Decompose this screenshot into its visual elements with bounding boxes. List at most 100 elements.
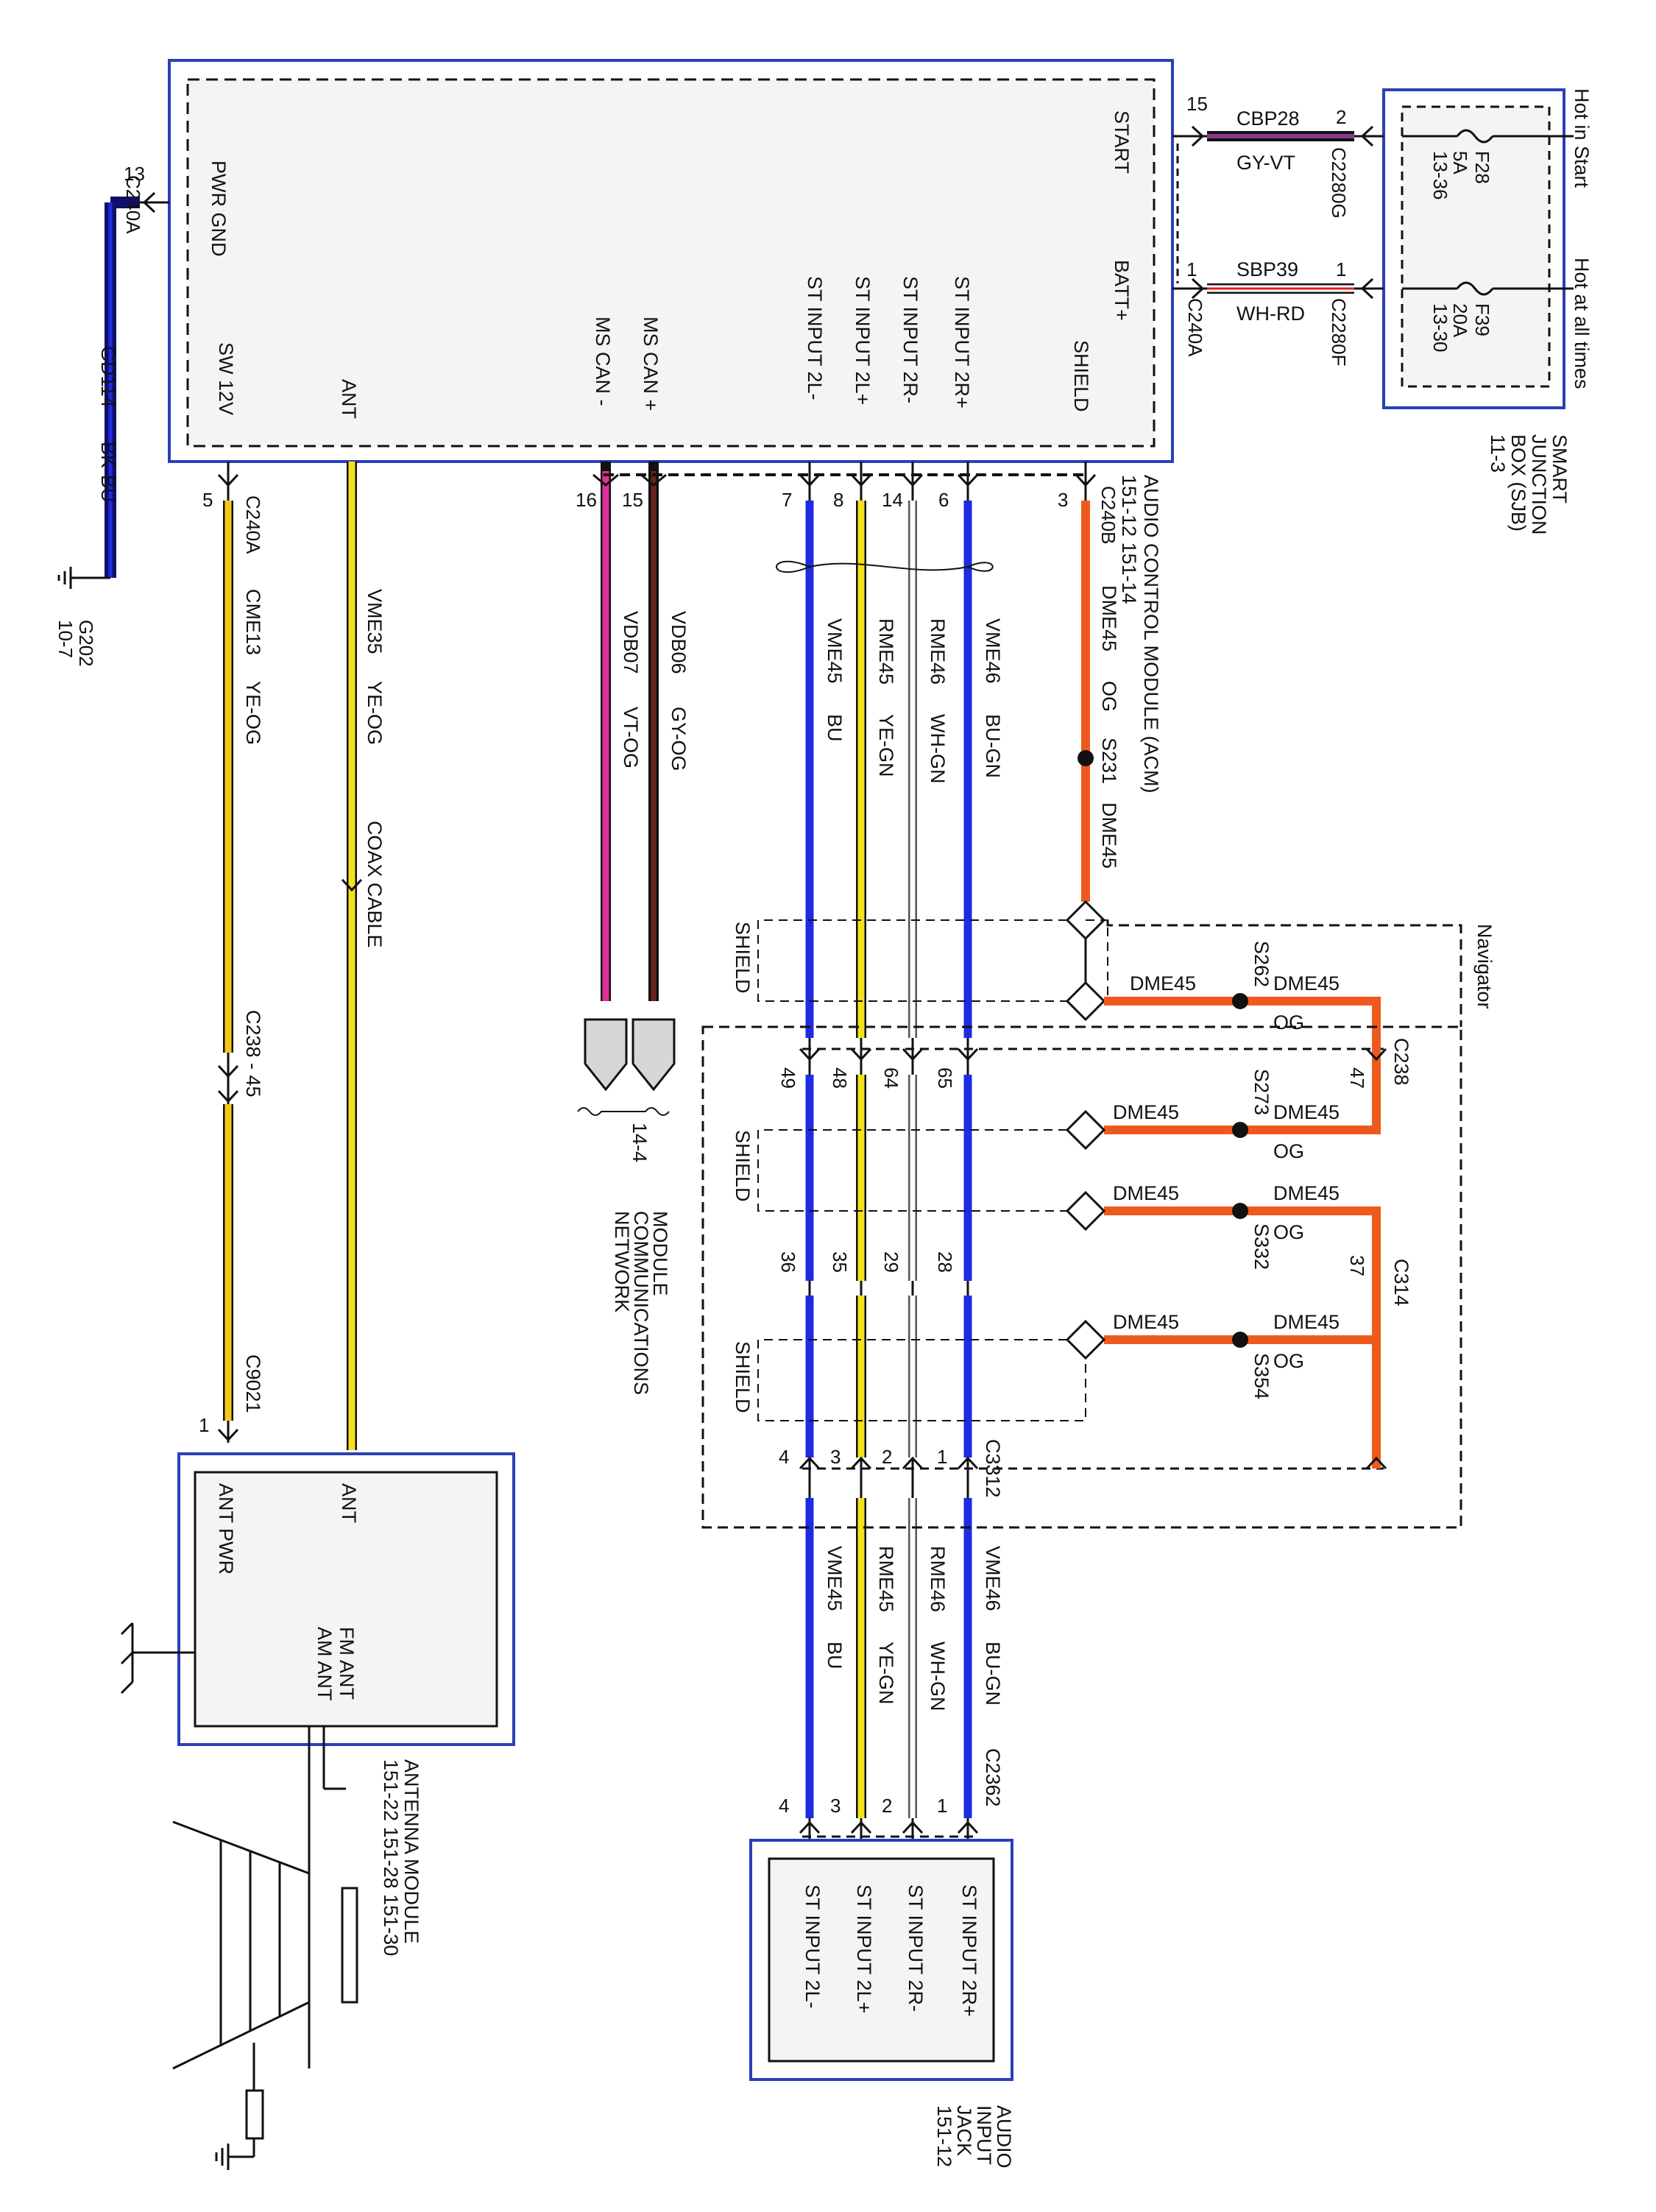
pin-1-c9021: 1 — [199, 1414, 209, 1436]
pin-2-c3312: 2 — [882, 1446, 892, 1468]
jack-name-1: AUDIO — [993, 2105, 1015, 2169]
connector-mark — [1360, 125, 1374, 147]
wire-label-sbp39: SBP39 — [1236, 258, 1298, 280]
label-bu-gn-lower: BU-GN — [982, 1642, 1004, 1706]
pin-16: 16 — [576, 489, 597, 511]
label-og-r1: OG — [1273, 1011, 1304, 1033]
label-dme45-mid: DME45 — [1098, 802, 1120, 869]
label-vme35-color: YE-OG — [364, 681, 386, 745]
label-rme46-lower: RME46 — [927, 1546, 949, 1612]
label-vme46: VME46 — [982, 618, 1004, 684]
twisted-pair-mark — [776, 560, 994, 573]
pin-6: 6 — [938, 489, 949, 511]
wire-color-labels: 13 GD114 BK-BU G202 10-7 5 CME13 YE-OG V… — [54, 163, 1120, 1436]
label-s231: S231 — [1098, 738, 1120, 784]
brace — [577, 1107, 670, 1116]
wire-label-gy-vt: GY-VT — [1236, 152, 1295, 174]
label-rme46: RME46 — [927, 618, 949, 685]
pin-2-c2362: 2 — [882, 1795, 892, 1817]
label-c2362: C2362 — [982, 1748, 1004, 1807]
antenna-pin-ant-pwr: ANT PWR — [215, 1483, 237, 1575]
label-c314: C314 — [1390, 1259, 1412, 1307]
label-rme45: RME45 — [875, 618, 897, 685]
label-vme46-lower: VME46 — [982, 1546, 1004, 1611]
pin-batt-plus: BATT+ — [1111, 260, 1133, 321]
jack-pin-2l-plus: ST INPUT 2L+ — [853, 1884, 875, 2013]
top-wire-labels: CBP28 GY-VT SBP39 WH-RD 15 2 1 1 — [1186, 93, 1346, 325]
wire-label-wh-rd: WH-RD — [1236, 303, 1305, 325]
label-dme45-top: DME45 — [1098, 585, 1120, 651]
pin-3-c3312: 3 — [830, 1446, 841, 1468]
label-dme45-r1a: DME45 — [1130, 972, 1196, 994]
pin-st-input-2r-minus: ST INPUT 2R- — [899, 276, 921, 403]
pin-4-c3312: 4 — [779, 1446, 789, 1468]
connector-marks-signal — [799, 473, 1097, 1834]
pin-pwr-gnd: PWR GND — [208, 160, 230, 257]
label-cme13: CME13 — [242, 589, 264, 655]
acm-refs: 151-12 151-14 — [1118, 475, 1140, 604]
antenna-refs: 151-22 151-28 151-30 — [380, 1759, 402, 1956]
label-s354: S354 — [1250, 1353, 1273, 1399]
connector-mark — [1360, 278, 1374, 300]
navigator-labels: Navigator SHIELD SHIELD SHIELD DME45 DME… — [732, 922, 1496, 1498]
label-dme45-r2a: DME45 — [1113, 1101, 1179, 1123]
label-wh-gn-lower: WH-GN — [927, 1642, 949, 1711]
jack-pin-2r-plus: ST INPUT 2R+ — [958, 1884, 980, 2017]
pin-48: 48 — [829, 1067, 851, 1089]
hot-at-all-times: Hot at all times — [1571, 258, 1593, 389]
fuse-f39-amp: 20A — [1449, 303, 1471, 338]
pin-65: 65 — [934, 1067, 956, 1089]
pin-ant: ANT — [338, 379, 360, 419]
pin-15-can: 15 — [622, 489, 643, 511]
pin-36: 36 — [777, 1251, 799, 1273]
sjb-name-1: SMART — [1549, 434, 1571, 503]
pin-4-c2362: 4 — [779, 1795, 789, 1817]
fuse-f28: F28 — [1471, 151, 1493, 184]
jack-pin-2r-minus: ST INPUT 2R- — [905, 1884, 927, 2012]
pin-13: 13 — [124, 163, 145, 185]
label-s332: S332 — [1250, 1223, 1273, 1270]
label-bk-bu: BK-BU — [97, 442, 119, 503]
pin-1-sjb: 1 — [1336, 258, 1346, 280]
connector-c2280g: C2280G — [1328, 147, 1350, 219]
pin-ms-can-minus: MS CAN - — [592, 317, 614, 406]
label-og-r4: OG — [1273, 1350, 1304, 1372]
sjb-name-4: 11-3 — [1487, 434, 1509, 473]
label-c3312: C3312 — [982, 1439, 1004, 1498]
acm-name: AUDIO CONTROL MODULE (ACM) — [1140, 475, 1162, 794]
label-ye-gn: YE-GN — [875, 714, 897, 777]
label-bu-gn: BU-GN — [982, 714, 1004, 778]
label-vdb06: VDB06 — [668, 611, 690, 674]
label-dme45-r3b: DME45 — [1273, 1182, 1340, 1204]
connector-mark — [1191, 125, 1205, 147]
fuse-f39-ref: 13-30 — [1429, 303, 1451, 353]
pin-ms-can-plus: MS CAN + — [640, 317, 662, 411]
label-bu-lower: BU — [824, 1642, 846, 1669]
label-dme45-r1b: DME45 — [1273, 972, 1340, 994]
label-s262: S262 — [1250, 941, 1273, 987]
label-mcn-ref: 14-4 — [629, 1123, 651, 1162]
wire-label-cbp28: CBP28 — [1236, 107, 1300, 130]
antenna-labels: ANT ANT PWR FM ANT AM ANT ANTENNA MODULE… — [215, 1483, 422, 1956]
pin-35: 35 — [829, 1251, 851, 1273]
pin-shield: SHIELD — [1070, 340, 1092, 412]
label-ye-gn-lower: YE-GN — [875, 1642, 897, 1705]
label-gd114: GD114 — [97, 346, 119, 408]
label-vt-og: VT-OG — [620, 707, 642, 768]
label-shield-1: SHIELD — [732, 922, 754, 994]
sjb-name-2: JUNCTION — [1528, 434, 1550, 535]
pin-sw12v: SW 12V — [215, 342, 237, 415]
wire-dme45 — [1065, 462, 1387, 1470]
wire-gd114 — [57, 191, 169, 589]
connector-c240b: C240B — [1097, 486, 1119, 545]
pin-3: 3 — [1058, 489, 1068, 511]
antenna-name: ANTENNA MODULE — [400, 1759, 422, 1944]
label-mcn-2: COMMUNICATIONS — [630, 1211, 652, 1395]
label-vme45-lower: VME45 — [824, 1546, 846, 1611]
jack-pin-2l-minus: ST INPUT 2L- — [802, 1884, 824, 2009]
pin-7: 7 — [782, 489, 792, 511]
jack-labels: ST INPUT 2L- ST INPUT 2L+ ST INPUT 2R- S… — [802, 1884, 1015, 2169]
audio-input-jack — [749, 1839, 1013, 2081]
connector-c240a-sw: C240A — [242, 495, 264, 554]
